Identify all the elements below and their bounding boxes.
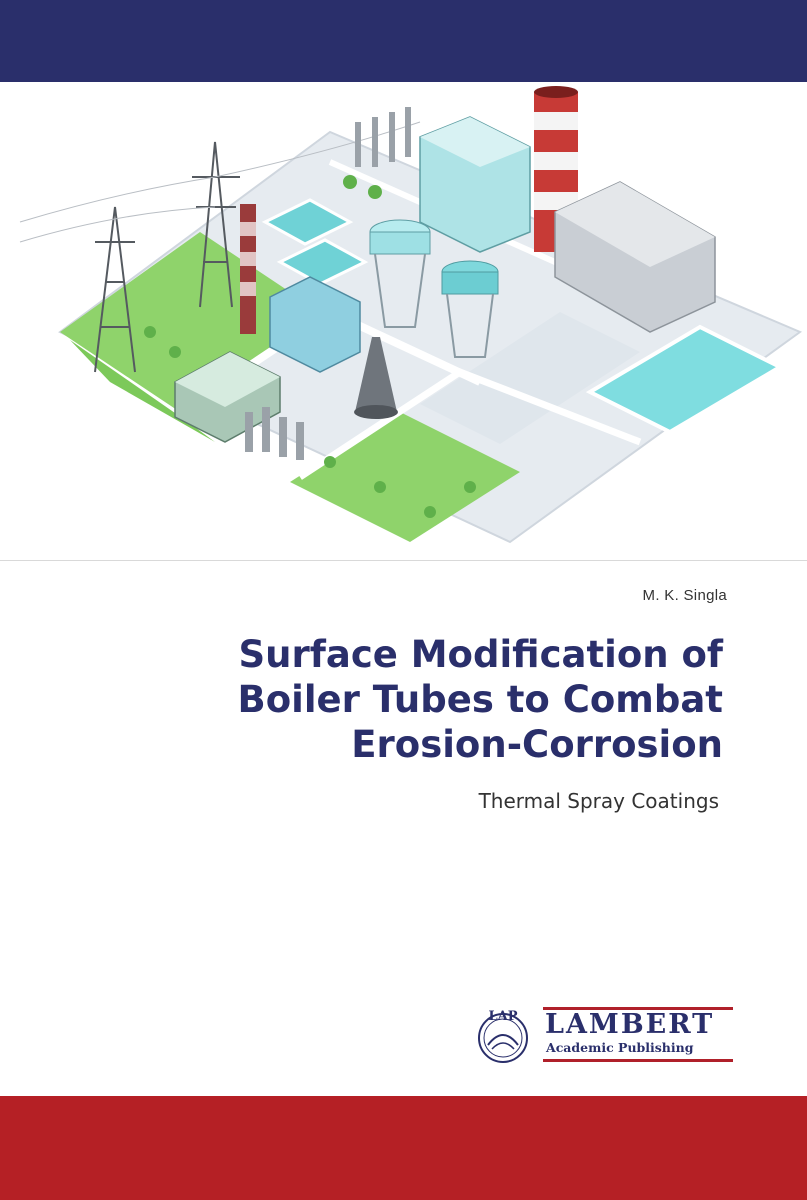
publisher-rule-bottom — [543, 1059, 733, 1062]
book-subtitle: Thermal Spray Coatings — [478, 789, 719, 813]
publisher-tagline: Academic Publishing — [546, 1040, 694, 1055]
power-plant-illustration — [19, 86, 803, 544]
author-name: M. K. Singla — [642, 587, 727, 604]
publisher-name: LAMBERT — [545, 1009, 715, 1040]
cover-illustration-power-plant — [0, 82, 807, 561]
book-title-line-1: Surface Modification of — [238, 633, 723, 676]
publisher-seal-text: LAP — [488, 1009, 517, 1024]
bottom-color-band — [0, 1096, 807, 1200]
publisher-rule-top — [543, 1007, 733, 1010]
book-title-line-3: Erosion-Corrosion — [351, 723, 723, 766]
publisher-seal-icon: LAP — [478, 1009, 528, 1063]
book-title: Surface Modification of Boiler Tubes to … — [103, 632, 723, 767]
book-title-line-2: Boiler Tubes to Combat — [237, 678, 723, 721]
publisher-logo: LAP LAMBERT Academic Publishing — [470, 1003, 735, 1069]
top-color-band — [0, 0, 807, 82]
